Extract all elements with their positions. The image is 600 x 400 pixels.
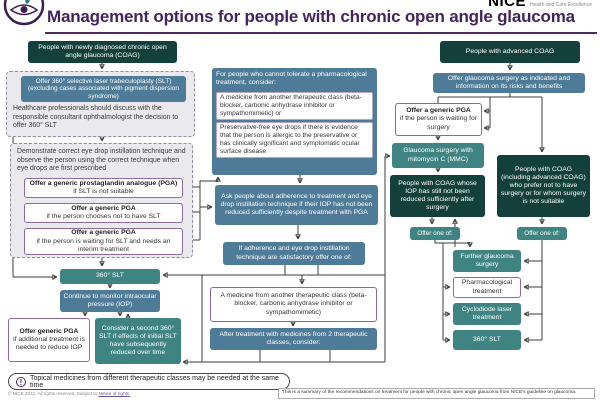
pga-additional-title: Offer generic PGA xyxy=(19,327,79,335)
copyright-text: © NICE 2022. All rights reserved. Subjec… xyxy=(8,391,99,396)
iop-not-reduced-box: People with COAG whose IOP has still not… xyxy=(390,175,485,217)
pga-not-suitable-box: Offer a generic prostaglandin analogue (… xyxy=(24,178,183,198)
pga-chooses-not-title: Offer a generic PGA xyxy=(71,204,136,212)
eye-drop-technique-container: Demonstrate correct eye drop instillatio… xyxy=(10,143,193,258)
pga-interim-title: Offer a generic PGA xyxy=(71,229,136,237)
offer-surgery-box: Offer glaucoma surgery as indicated and … xyxy=(433,73,585,93)
newly-diagnosed-box: People with newly diagnosed chronic open… xyxy=(28,41,177,63)
pga-chooses-not-sub: if the person chooses not to have SLT xyxy=(46,213,161,220)
notice-of-rights-link[interactable]: Notice of rights. xyxy=(98,391,131,396)
monitor-iop-box: Continue to monitor intraocular pressure… xyxy=(60,290,160,312)
option-slt-box: 360° SLT xyxy=(453,330,521,350)
slt-box: 360° SLT xyxy=(60,269,160,284)
option-further-surgery-box: Further glaucoma surgery xyxy=(453,250,521,272)
discuss-note: Healthcare professionals should discuss … xyxy=(13,105,179,130)
second-slt-box: Consider a second 360° SLT if effects of… xyxy=(95,318,181,364)
offer-slt-box: Offer 360° selective laser trabeculoplas… xyxy=(21,76,186,102)
another-therapeutic-class-box: A medicine from another therapeutic clas… xyxy=(210,287,377,322)
nice-wordmark: NICE Health and Care Excellence xyxy=(488,0,592,10)
prefer-no-surgery-box: People with COAG (including advanced COA… xyxy=(497,155,590,217)
another-class-or-box: A medicine from another therapeutic clas… xyxy=(216,92,373,121)
cannot-tolerate-header: For people who cannot tolerate a pharmac… xyxy=(216,71,367,87)
pga-waiting-sub: if the person is waiting for surgery xyxy=(399,115,478,131)
mmc-surgery-box: Glaucoma surgery with mitomycin C (MMC) xyxy=(392,143,484,168)
nice-eye-logo-icon xyxy=(3,0,45,26)
pga-additional-box: Offer generic PGA if additional treatmen… xyxy=(8,318,90,362)
option-pharmacological-box: Pharmacological treatment xyxy=(453,277,521,298)
pga-waiting-surgery-box: Offer a generic PGA if the person is wai… xyxy=(395,103,482,136)
pga-not-suitable-sub: if SLT is not suitable xyxy=(73,188,134,195)
page-title: Management options for people with chron… xyxy=(47,7,575,26)
after-two-classes-box: After treatment with medicines from 2 th… xyxy=(210,328,377,350)
demonstrate-note: Demonstrate correct eye drop instillatio… xyxy=(17,148,186,173)
cannot-tolerate-container: For people who cannot tolerate a pharmac… xyxy=(212,68,377,175)
summary-note: This is a summary of the recommendations… xyxy=(278,388,595,399)
pga-waiting-title: Offer a generic PGA xyxy=(406,107,471,115)
preservative-free-box: Preservative-free eye drops if there is … xyxy=(216,122,373,158)
pga-not-suitable-title: Offer a generic prostaglandin analogue (… xyxy=(29,179,178,187)
advanced-coag-box: People with advanced COAG xyxy=(440,41,580,63)
satisfactory-box: If adherence and eye drop instillation t… xyxy=(223,242,365,265)
copyright-note: © NICE 2022. All rights reserved. Subjec… xyxy=(8,391,130,396)
offer-one-of-right-box: Offer one of: xyxy=(517,227,567,240)
nice-logo-text: NICE xyxy=(488,0,527,10)
warning-pill: ! Topical medicines from different thera… xyxy=(8,373,290,390)
nice-logo-subtext: Health and Care Excellence xyxy=(530,2,592,8)
pga-chooses-not-box: Offer a generic PGA if the person choose… xyxy=(24,203,183,223)
warning-text: Topical medicines from different therape… xyxy=(30,374,279,389)
pga-interim-sub: if the person is waiting for SLT and nee… xyxy=(36,237,171,253)
title-underline xyxy=(45,32,597,34)
pga-additional-sub: if additional treatment is needed to red… xyxy=(13,335,85,351)
offer-one-of-left-box: Offer one of: xyxy=(410,227,460,240)
exclamation-icon: ! xyxy=(16,376,26,387)
offer-slt-container: Offer 360° selective laser trabeculoplas… xyxy=(6,71,195,137)
pga-interim-box: Offer a generic PGA if the person is wai… xyxy=(24,228,183,255)
adherence-box: Ask people about adherence to treatment … xyxy=(215,185,378,225)
option-cyclodiode-box: Cyclodiode laser treatment xyxy=(453,303,521,325)
